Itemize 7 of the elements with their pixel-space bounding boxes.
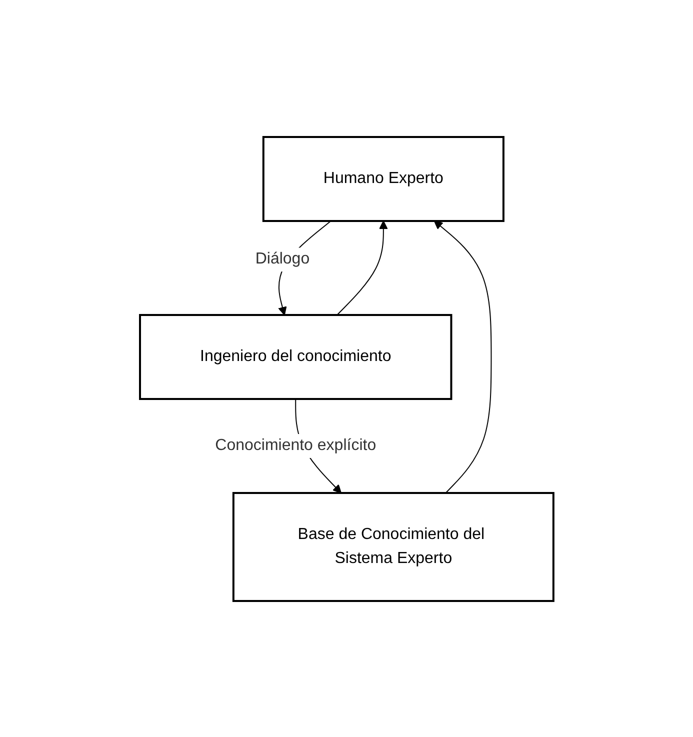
node-box: Ingeniero del conocimiento bbox=[138, 314, 452, 400]
node-box: Base de Conocimiento del Sistema Experto bbox=[232, 492, 554, 602]
edge-label: Conocimiento explícito bbox=[214, 436, 376, 454]
arrow bbox=[434, 220, 492, 493]
node-box: Humano Experto bbox=[262, 136, 504, 222]
arrow bbox=[336, 220, 388, 315]
edge-label: Diálogo bbox=[255, 250, 310, 268]
